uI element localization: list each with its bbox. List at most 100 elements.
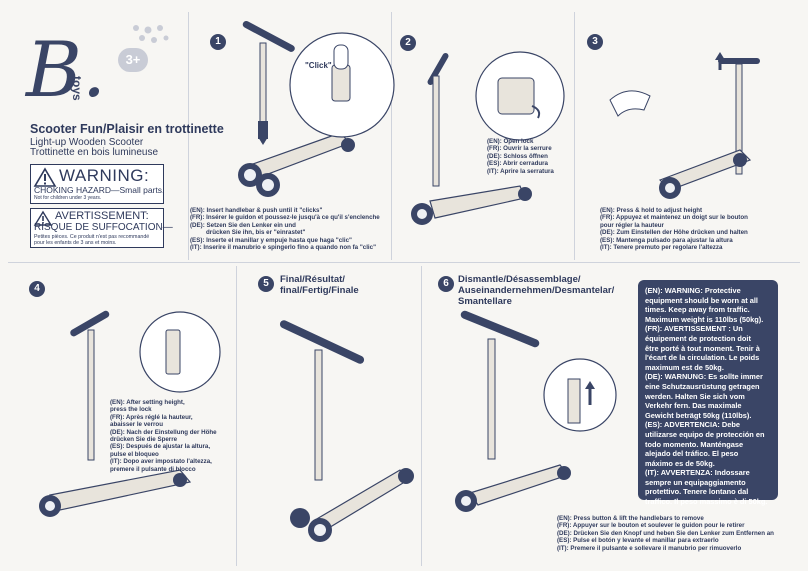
safety-line: Maximum weight is 110lbs (50kg). — [645, 314, 764, 324]
instruction-line: (EN): Press & hold to adjust height — [600, 207, 703, 214]
divider — [391, 12, 392, 260]
scooter-illustration-step6 — [455, 310, 617, 512]
instruction-line: (EN): Insert handlebar & push until it "… — [190, 207, 323, 214]
divider — [188, 12, 189, 260]
brand-logo: B. toys — [26, 30, 106, 120]
scooter-illustration-step4 — [39, 310, 221, 517]
safety-line: (FR): AVERTISSEMENT : Un — [645, 324, 743, 334]
avertissement-note-1: Petites pièces. Ce produit n'est pas rec… — [34, 234, 150, 240]
warning-box: WARNING: CHOKING HAZARD—Small parts. Not… — [30, 164, 164, 204]
step5-title-2: final/Fertig/Finale — [280, 285, 359, 296]
instruction-line: drücken Sie ihn, bis er "einrastet" — [206, 229, 306, 237]
click-label: "Click" — [305, 61, 332, 70]
instruction-line: (FR): Ouvrir la serrure — [487, 145, 552, 153]
product-subtitle-en: Light-up Wooden Scooter — [30, 137, 144, 148]
warning-icon — [33, 210, 53, 226]
safety-line: être porté à tout moment. Tenir à — [645, 343, 760, 353]
warning-icon — [33, 167, 57, 187]
instruction-line: (ES): Inserte el manillar y empuje hasta… — [190, 236, 352, 244]
step-number-5: 5 — [258, 276, 274, 292]
safety-line: alejado del tráfico. El peso — [645, 449, 739, 459]
instruction-line: (EN): Open lock — [487, 138, 534, 145]
warning-body: CHOKING HAZARD—Small parts. — [34, 185, 165, 195]
safety-line: (IT): AVVERTENZA: Indossare — [645, 468, 750, 478]
safety-line: máximo es de 50kg. — [645, 458, 715, 468]
avertissement-note-2: pour les enfants de 3 ans et moins. — [34, 240, 117, 246]
instruction-line: (DE): Drücken Sie den Knopf und heben Si… — [557, 529, 774, 537]
instruction-line: drücken Sie die Sperre — [110, 436, 178, 444]
step6-title-3: Smantellare — [458, 296, 512, 307]
divider — [574, 12, 575, 260]
instruction-line: (DE): Nach der Einstellung der Höhe — [110, 428, 217, 436]
scooter-illustration-step2 — [411, 51, 565, 225]
safety-line: equipment should be worn at all — [645, 295, 758, 305]
dots-icon — [133, 25, 169, 43]
step4-instructions: (EN): After setting height, press the lo… — [110, 399, 217, 473]
logo-word: toys — [70, 76, 84, 101]
safety-line: (ES): ADVERTENCIA: Debe — [645, 420, 740, 430]
instruction-line: (DE): Schloss öffnen — [487, 152, 548, 160]
safety-warning-box: (EN): WARNING: Protective equipment shou… — [638, 280, 778, 506]
step-number-6: 6 — [438, 276, 454, 292]
instruction-line: (EN): Press button & lift the handlebars… — [557, 515, 704, 522]
safety-line: times. Keep away from traffic. — [645, 305, 750, 315]
product-title: Scooter Fun/Plaisir en trottinette — [30, 122, 224, 136]
safety-line: eine Schutzausrüstung getragen — [645, 381, 760, 391]
instruction-line: pulse el bloqueo — [110, 450, 159, 458]
warning-heading: WARNING: — [59, 166, 150, 185]
divider — [236, 266, 237, 566]
scooter-illustration-step5 — [279, 320, 414, 542]
instruction-line: pour régler la hauteur — [600, 221, 664, 229]
step2-instructions: (EN): Open lock (FR): Ouvrir la serrure … — [487, 138, 554, 175]
step-number-3: 3 — [587, 34, 603, 50]
safety-line: protettivo. Tenere lontano dal — [645, 487, 749, 497]
instruction-line: (IT): Dopo aver impostato l'altezza, — [110, 458, 212, 466]
step5-title-1: Final/Résultat/ — [280, 274, 345, 285]
instruction-line: (IT): Inserire il manubrio e spingerlo f… — [190, 244, 377, 252]
age-badge: 3+ — [118, 48, 148, 72]
instruction-line: (IT): Aprire la serratura — [487, 167, 554, 175]
product-subtitle-fr: Trottinette en bois lumineuse — [30, 147, 159, 158]
safety-line: Verkehr fern. Das maximale — [645, 401, 742, 411]
instruction-line: abaisser le verrou — [110, 421, 163, 429]
instruction-line: (ES): Mantenga pulsado para ajustar la a… — [600, 236, 733, 244]
warning-note: Not for children under 3 years. — [34, 195, 102, 201]
instruction-line: (IT): Tenere premuto per regolare l'alte… — [600, 244, 723, 252]
safety-line: traffico. Il peso massimo è di 50kg. — [645, 497, 768, 507]
divider — [421, 266, 422, 566]
instruction-line: press the lock — [110, 406, 152, 414]
safety-line: l'écart de la circulation. Le poids — [645, 353, 760, 363]
instruction-line: (DE): Zum Einstellen der Höhe drücken un… — [600, 229, 748, 237]
instruction-line: (ES): Abrir cerradura — [487, 160, 548, 168]
safety-line: Gewicht beträgt 50kg (110lbs). — [645, 410, 752, 420]
logo-letter: B. — [26, 25, 107, 114]
avertissement-heading: AVERTISSEMENT: — [55, 210, 149, 222]
safety-line: (DE): WARNUNG: Es sollte immer — [645, 372, 763, 382]
safety-line: todo momento. Manténgase — [645, 439, 744, 449]
step6-instructions: (EN): Press button & lift the handlebars… — [557, 515, 774, 552]
age-badge-label: 3+ — [125, 52, 141, 67]
scooter-illustration-step3 — [609, 52, 760, 199]
safety-line: utilizarse equipo de protección en — [645, 429, 765, 439]
instruction-line: (ES): Pulse el botón y levante el manill… — [557, 537, 719, 545]
instruction-line: (EN): After setting height, — [110, 399, 185, 406]
instruction-line: (IT): Premere il pulsante e sollevare il… — [557, 544, 742, 552]
instruction-line: (FR): Insérer le guidon et poussez-le ju… — [190, 214, 380, 222]
step-number-4: 4 — [29, 281, 45, 297]
scooter-illustration-step1 — [238, 20, 395, 197]
avertissement-box: AVERTISSEMENT: RISQUE DE SUFFOCATION— Pe… — [30, 208, 173, 248]
step6-title-2: Auseinandernehmen/Desmantelar/ — [458, 285, 615, 296]
safety-line: sempre un equipaggiamento — [645, 477, 746, 487]
step-number-1: 1 — [210, 34, 226, 50]
instruction-line: (ES): Después de ajustar la altura, — [110, 443, 211, 451]
safety-line: équipement de protection doit — [645, 333, 751, 343]
instruction-line: (FR): Après réglé la hauteur, — [110, 413, 193, 421]
safety-line: werden. Halten Sie sich vom — [645, 391, 745, 401]
step1-instructions: (EN): Insert handlebar & push until it "… — [190, 207, 380, 251]
instruction-line: (FR): Appuyez et maintenez un doigt sur … — [600, 214, 748, 222]
instruction-line: (FR): Appuyer sur le bouton et soulever … — [557, 522, 745, 530]
step3-instructions: (EN): Press & hold to adjust height (FR)… — [600, 207, 748, 251]
safety-line: (EN): WARNING: Protective — [645, 286, 741, 295]
avertissement-body: RISQUE DE SUFFOCATION— — [34, 222, 173, 233]
